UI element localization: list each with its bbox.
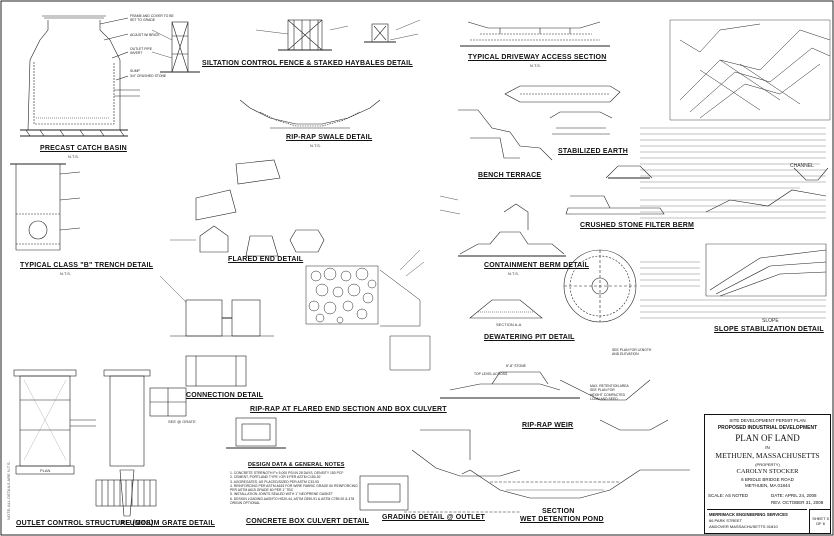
nts-label: N.T.S. [530,63,541,68]
box-culvert-drawing [226,417,409,511]
weir-note-top: TOP LEVEL ACROSS [474,372,508,376]
slope-perspective-drawing [669,19,831,121]
label-grate: SEE @ GRATE [168,419,196,424]
weir-note-retention: MAX. RETENTION AREA SEE PLAN FOR HEIGHT … [590,384,629,401]
wet-detention-drawing [461,419,690,499]
siltation-fence-drawing [160,19,396,73]
title-outlet-control: OUTLET CONTROL STRUCTURE (OCS) [16,520,154,527]
tb-plan-of-land: PLAN OF LAND [735,433,800,443]
title-riprap-swale: RIP-RAP SWALE DETAIL [286,134,373,141]
nts-label: N.T.S. [68,154,79,159]
containment-berm-drawing [458,203,566,257]
title-concrete-box: CONCRETE BOX CULVERT DETAIL [246,518,369,525]
title-precast-catch-basin: PRECAST CATCH BASIN [40,145,127,152]
aluminum-grate-drawing [95,479,157,507]
label-slope: SLOPE [762,318,779,324]
channel-drawing [705,167,829,213]
title-stabilized-earth: STABILIZED EARTH [558,148,628,155]
title-containment-berm: CONTAINMENT BERM DETAIL [484,262,590,269]
title-dewatering-pit: DEWATERING PIT DETAIL [484,334,575,341]
spec-notes-block [640,127,826,219]
flared-end-drawing [195,159,325,257]
tb-prepared-for: (PROPERTY) [755,462,780,467]
title-slope-stabilization: SLOPE STABILIZATION DETAIL [714,326,824,333]
driveway-drawing [460,21,610,47]
title-siltation-fence: SILTATION CONTROL FENCE & STAKED HAYBALE… [202,60,413,67]
weir-note-stone: 8"-8" STONE [506,364,526,368]
tb-scale: SCALE: AS NOTED [708,493,749,498]
riprap-weir-drawing [440,371,651,401]
crushed-stone-berm-drawing [565,165,665,215]
tb-firm-box: MERRIMACK ENGINEERING SERVICES 66 PARK S… [707,509,807,532]
tb-date: DATE: APRIL 24, 2008 [771,493,817,498]
tb-in: IN [765,445,770,450]
catch-basin-notes: FRAME AND COVER TO BE SET TO GRADE ADJUS… [130,14,174,78]
tb-firm-street: 66 PARK STREET [709,518,743,523]
trench-drawing [10,163,81,251]
weir-notes: SEE PLAN FOR LENGTH AND ELEVATION [612,348,652,357]
catch-basin-drawing [20,15,140,137]
title-crushed-stone-berm: CRUSHED STONE FILTER BERM [580,222,695,229]
title-block: SITE DEVELOPMENT PERMIT PLAN PROPOSED IN… [704,414,831,534]
dewatering-pit-drawing [469,249,637,323]
title-trench: TYPICAL CLASS "B" TRENCH DETAIL [20,262,154,269]
tb-town: METHUEN, MASSACHUSETTS [715,451,820,460]
tb-firm-city: ANDOVER MASSACHUSETTS 01810 [709,524,778,529]
connection-drawing [170,299,274,387]
see-grate-drawing [149,387,187,417]
nts-label: N.T.S. [310,143,321,148]
tb-revision: REV. OCTOBER 31, 2008 [771,500,824,505]
tb-owner: CAROLYN STOCKER [736,468,799,475]
title-riprap-flared: RIP-RAP AT FLARED END SECTION AND BOX CU… [250,406,447,413]
tb-address-2: METHUEN, MA 01844 [744,483,790,488]
tb-firm-name: MERRIMACK ENGINEERING SERVICES [709,512,788,517]
stabilized-earth-drawing [549,111,613,135]
leader-lines [151,19,461,303]
title-aluminum-grate: ALUMINUM GRATE DETAIL [120,520,215,527]
label-section-a: SECTION A-A [496,322,522,327]
title-design-notes: DESIGN DATA & GENERAL NOTES [248,462,345,468]
ocs-drawing [13,369,151,517]
slope-notes [640,261,826,319]
title-connection: CONNECTION DETAIL [186,392,264,399]
design-notes-list: 1. CONCRETE STRENGTH F'c 5,000 PSI IN 28… [230,471,358,506]
tb-proposed: PROPOSED INDUSTRIAL DEVELOPMENT [717,425,818,431]
riprap-swale-drawing [239,99,381,129]
bench-terrace-drawing [458,109,553,161]
side-note: NOTE: ALL DETAILS ARE N.T.S. [6,461,11,520]
slope-drawing [705,243,827,297]
nts-label: N.T.S. [508,271,519,276]
title-driveway: TYPICAL DRIVEWAY ACCESS SECTION [468,54,607,61]
tb-address-1: 6 BRIDLE BRIDGE ROAD [741,477,794,482]
grading-outlet-drawing [404,429,521,513]
tb-header: SITE DEVELOPMENT PERMIT PLAN [729,418,806,423]
title-flared-end: FLARED END DETAIL [228,256,304,263]
label-channel: CHANNEL [790,163,814,169]
tb-sheet-number: SHEET 5 OF 6 [812,516,829,526]
title-riprap-weir: RIP-RAP WEIR [522,422,574,429]
driveway-plan [504,85,621,103]
title-wet-detention: WET DETENTION POND [520,516,604,523]
nts-label: N.T.S. [60,271,71,276]
riprap-stones-drawing [305,265,431,371]
tb-sheet-box: SHEET 5 OF 6 [809,509,831,534]
label-section: SECTION [542,508,575,515]
label-plan: PLAN [40,468,51,473]
title-grading-outlet: GRADING DETAIL @ OUTLET [382,514,485,521]
title-bench-terrace: BENCH TERRACE [478,172,542,179]
